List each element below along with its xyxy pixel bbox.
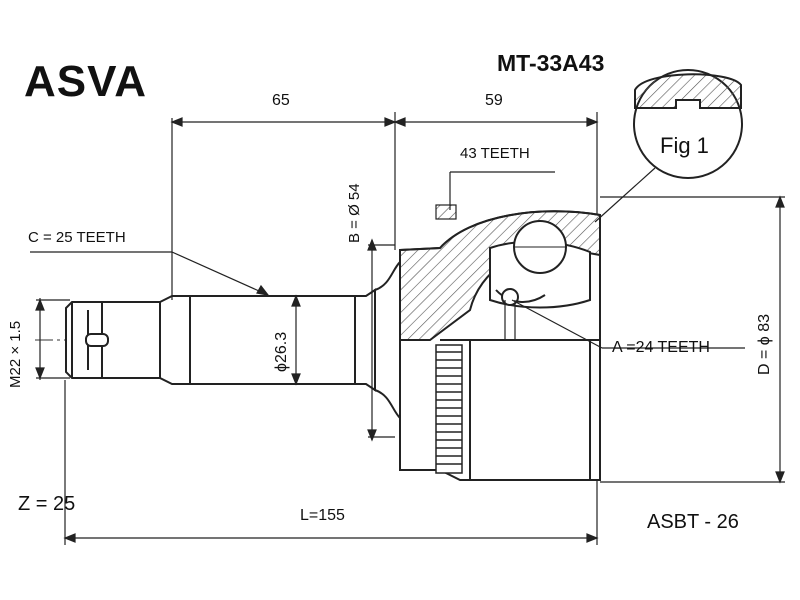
fig1-detail	[633, 69, 743, 179]
dim-thread: M22 × 1.5	[7, 320, 24, 388]
dim-length-inner: 65	[272, 92, 290, 109]
shaft-body	[159, 259, 401, 421]
part-number: MT-33A43	[497, 50, 605, 76]
dim-shaft-diameter: ϕ26.3	[273, 331, 290, 372]
abs-code: ASBT - 26	[647, 511, 739, 533]
shaft-thread	[65, 301, 161, 379]
dim-d-diameter: D = ϕ 83	[756, 314, 773, 375]
dim-a-teeth: A =24 TEETH	[612, 339, 710, 356]
dim-b-diameter: B = Ø 54	[346, 183, 363, 243]
brand-logo: ASVA	[24, 57, 147, 106]
dim-c-teeth: C = 25 TEETH	[28, 229, 126, 246]
dim-total-length: L=155	[300, 507, 345, 524]
inner-race	[489, 220, 591, 340]
abs-ring	[435, 344, 463, 474]
fig1-label: Fig 1	[660, 133, 709, 158]
dimension-lines	[30, 112, 785, 545]
dim-length-outer: 59	[485, 92, 503, 109]
fig1-leader	[594, 167, 656, 223]
dim-outer-teeth: 43 TEETH	[460, 145, 530, 162]
z-value: Z = 25	[18, 493, 76, 515]
